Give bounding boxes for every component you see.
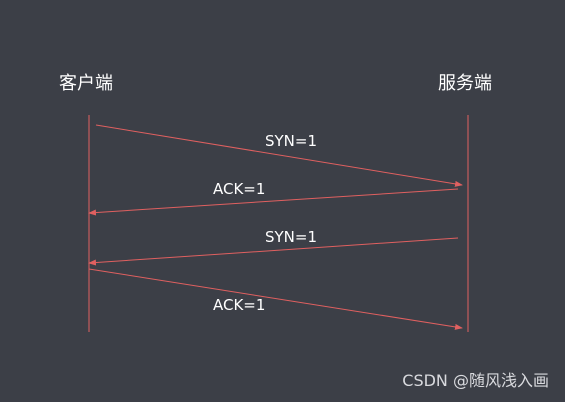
message-label-ack-1: ACK=1 — [213, 180, 266, 198]
server-actor-label: 服务端 — [438, 73, 492, 94]
message-arrow-syn-2 — [88, 237, 459, 266]
message-arrow-ack-1 — [88, 188, 459, 216]
watermark: CSDN @随风浅入画 — [402, 371, 549, 390]
client-actor-label: 客户端 — [59, 73, 113, 94]
message-label-syn-2: SYN=1 — [265, 228, 318, 246]
message-arrow-ack-2 — [88, 268, 463, 330]
message-arrow-syn-1 — [95, 124, 463, 187]
message-label-ack-2: ACK=1 — [213, 296, 266, 314]
message-label-syn-1: SYN=1 — [265, 132, 318, 150]
